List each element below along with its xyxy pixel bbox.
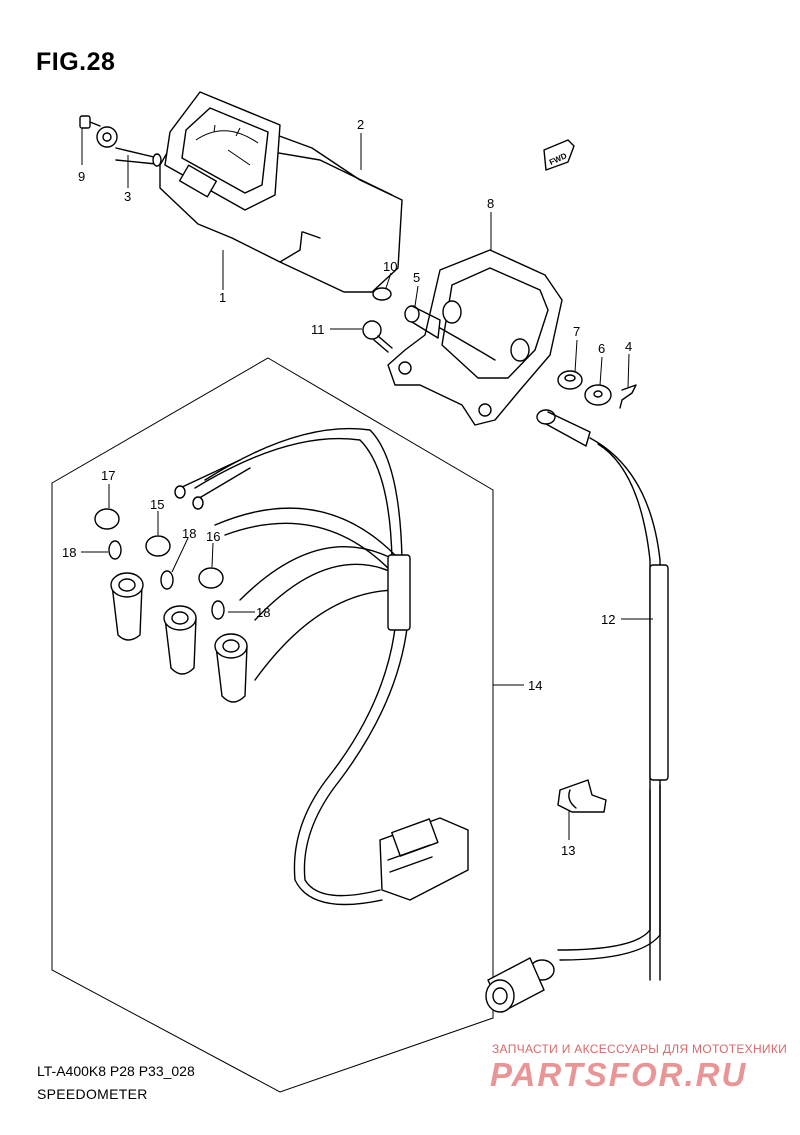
callout-9: 9 [78,169,85,184]
bulb-socket[interactable] [372,287,496,361]
mounting-bolt[interactable] [362,320,393,353]
callout-4: 4 [625,339,632,354]
socket-cap-17[interactable] [94,508,120,530]
socket-cap-15[interactable] [145,535,171,557]
indicator-bulbs[interactable] [108,540,225,620]
callout-18-a: 18 [62,545,76,560]
callout-16: 16 [206,529,220,544]
meter-bracket[interactable] [387,249,563,426]
indicator-sockets[interactable] [110,572,248,703]
callout-labels: 1 2 3 4 5 6 7 8 9 10 11 12 13 14 15 16 1… [62,117,632,858]
callout-10: 10 [383,259,397,274]
model-code: LT-A400K8 P28 P33_028 [37,1063,195,1079]
callout-8: 8 [487,196,494,211]
wiring-harness[interactable] [174,427,469,906]
callout-13: 13 [561,843,575,858]
callout-15: 15 [150,497,164,512]
callout-5: 5 [413,270,420,285]
callout-6: 6 [598,341,605,356]
callout-3: 3 [124,189,131,204]
harness-kit-boundary [51,357,494,1093]
figure-title: FIG.28 [36,48,116,76]
trip-knob-assembly[interactable] [79,115,162,167]
fwd-direction-tag: FWD [543,139,575,171]
callout-12: 12 [601,612,615,627]
callout-18-c: 18 [256,605,270,620]
watermark-logo: PARTSFOR.RU [490,1056,748,1093]
leader-lines [81,128,653,840]
diagram-name: SPEEDOMETER [37,1086,148,1102]
callout-2: 2 [357,117,364,132]
callout-11: 11 [311,322,325,337]
watermark-caption: ЗАПЧАСТИ И АКСЕССУАРЫ ДЛЯ МОТОТЕХНИКИ [492,1042,788,1056]
speedometer-cable[interactable] [485,409,669,1013]
callout-7: 7 [573,324,580,339]
callout-18-b: 18 [182,526,196,541]
grommet[interactable] [557,370,583,390]
socket-cap-16[interactable] [198,567,224,589]
cable-clamp[interactable] [557,779,607,813]
callout-1: 1 [219,290,226,305]
callout-14: 14 [528,678,542,693]
callout-17: 17 [101,468,115,483]
washer[interactable] [584,384,612,406]
cable-clip[interactable] [619,384,637,409]
speedometer-meter[interactable] [164,91,281,211]
